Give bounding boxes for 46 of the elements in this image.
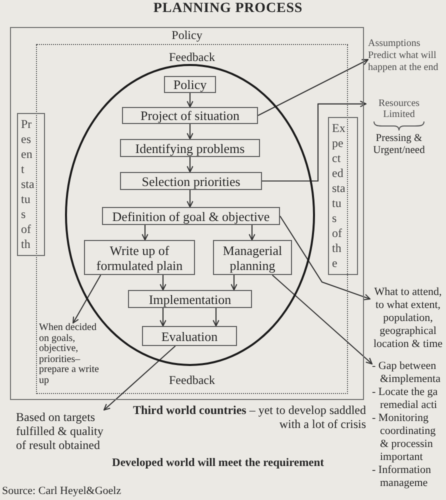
note-text: Third world countries – yet to develop saddled with a lot of crisis — [132, 403, 366, 431]
note-text: Resources Limited — [366, 98, 432, 120]
arrow — [280, 216, 371, 300]
bullet-item: - Monitoring coordinating & processin important — [372, 412, 437, 464]
bullet-item: - Information manageme — [372, 464, 432, 490]
arrow — [142, 225, 148, 241]
vertical-text-box: Pr es en t sta tu s of th — [17, 113, 45, 256]
note-heading: Assumptions — [368, 38, 420, 50]
process-box: Implementation — [128, 290, 252, 308]
process-box: Write up of formulated plain — [84, 240, 195, 275]
arrow — [160, 275, 166, 291]
note-text: What to attend, to what extent, population, geographical location & time — [370, 286, 446, 351]
process-box: Project of situation — [122, 107, 258, 124]
dotted-frame — [36, 44, 348, 394]
arrow — [230, 275, 238, 291]
source-note: Source: Carl Heyel&Goelz — [2, 485, 122, 498]
conclusion-text: Developed world will meet the requirement — [112, 456, 324, 470]
bullet-item: - Gap between &implementa — [372, 360, 442, 386]
frame-label: Policy — [172, 29, 202, 41]
note-text: Based on targets fulfilled & quality of result obtained — [16, 410, 116, 452]
process-box: Managerial planning — [213, 240, 292, 275]
side-note: Pressing & Urgent/need — [372, 133, 426, 157]
note-text: Predict what will happen at the end — [368, 50, 440, 74]
note-text: When decided on goals, objective, priorities–prepare a write up — [39, 323, 101, 386]
arrow — [212, 308, 220, 327]
arrow — [258, 59, 369, 116]
vertical-text-box: Ex pe ct ed sta tu s of th e — [328, 117, 358, 275]
process-box: Evaluation — [142, 326, 237, 346]
arrow — [248, 225, 256, 241]
arrow — [186, 124, 194, 140]
outer-frame — [10, 27, 364, 400]
arrow — [160, 308, 166, 327]
frame-label: Feedback — [169, 51, 215, 63]
bullet-item: - Locate the ga remedial acti — [372, 386, 439, 412]
arrow — [72, 274, 102, 324]
arrow — [272, 274, 373, 364]
arrow — [262, 100, 367, 182]
diagram-title: PLANNING PROCESS — [153, 1, 303, 17]
frame-label: Feedback — [169, 374, 215, 386]
process-box: Identifying problems — [120, 139, 260, 157]
arrow — [186, 93, 194, 108]
process-box: Selection priorities — [120, 172, 262, 190]
arrow — [186, 190, 194, 208]
process-box: Definition of goal & objective — [102, 207, 280, 225]
arrow — [186, 157, 194, 173]
process-box: Policy — [164, 76, 216, 93]
